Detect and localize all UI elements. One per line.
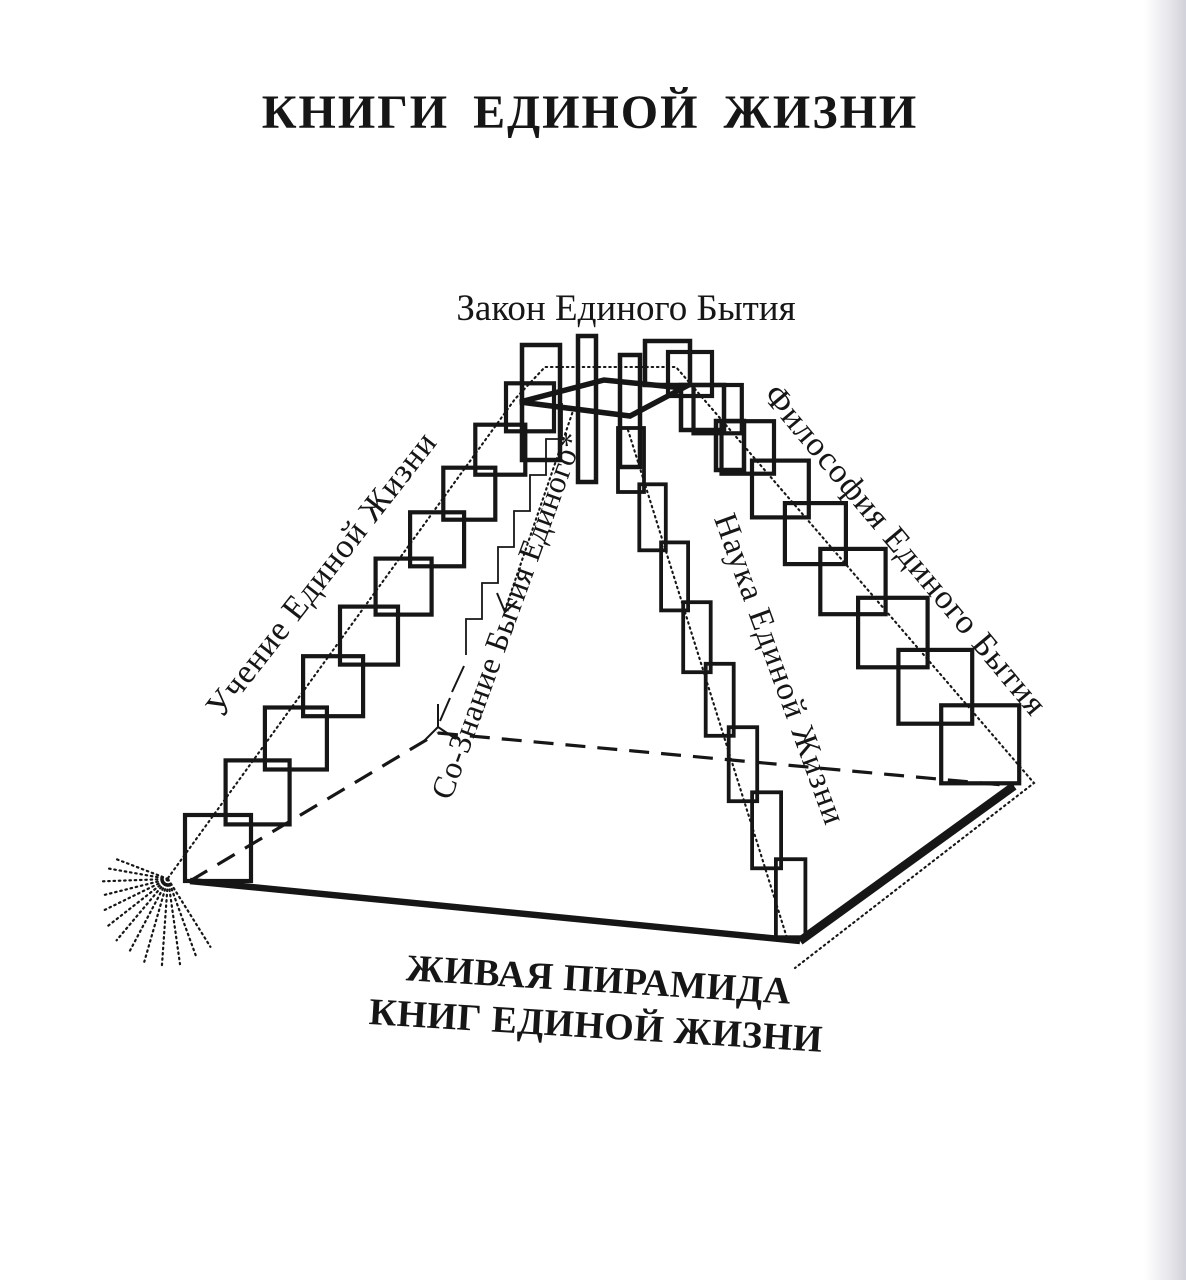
- staircase-inner-right: [616, 426, 808, 940]
- left-edge-label: Учение Единой Жизни: [199, 424, 445, 724]
- caption: ЖИВАЯ ПИРАМИДА КНИГ ЕДИНОЙ ЖИЗНИ: [368, 947, 824, 1060]
- right-edge-label: Философия Единого Бытия: [756, 377, 1055, 723]
- starburst-rays: [100, 857, 212, 967]
- apex-label: Закон Единого Бытия: [456, 288, 795, 329]
- down-arrow: [496, 406, 576, 614]
- staircase-inner-thin: [465, 403, 563, 655]
- base-edges: [189, 782, 1017, 945]
- page-title: КНИГИ ЕДИНОЙ ЖИЗНИ: [262, 86, 919, 139]
- back-edges-dashed: [189, 665, 1015, 883]
- center-axis-label: Со-Знание Бытия Единого*: [423, 427, 590, 804]
- outer-dotted-outline: [166, 365, 1036, 970]
- staircase-right-edge: [665, 349, 1022, 786]
- apex-platform: [519, 377, 693, 419]
